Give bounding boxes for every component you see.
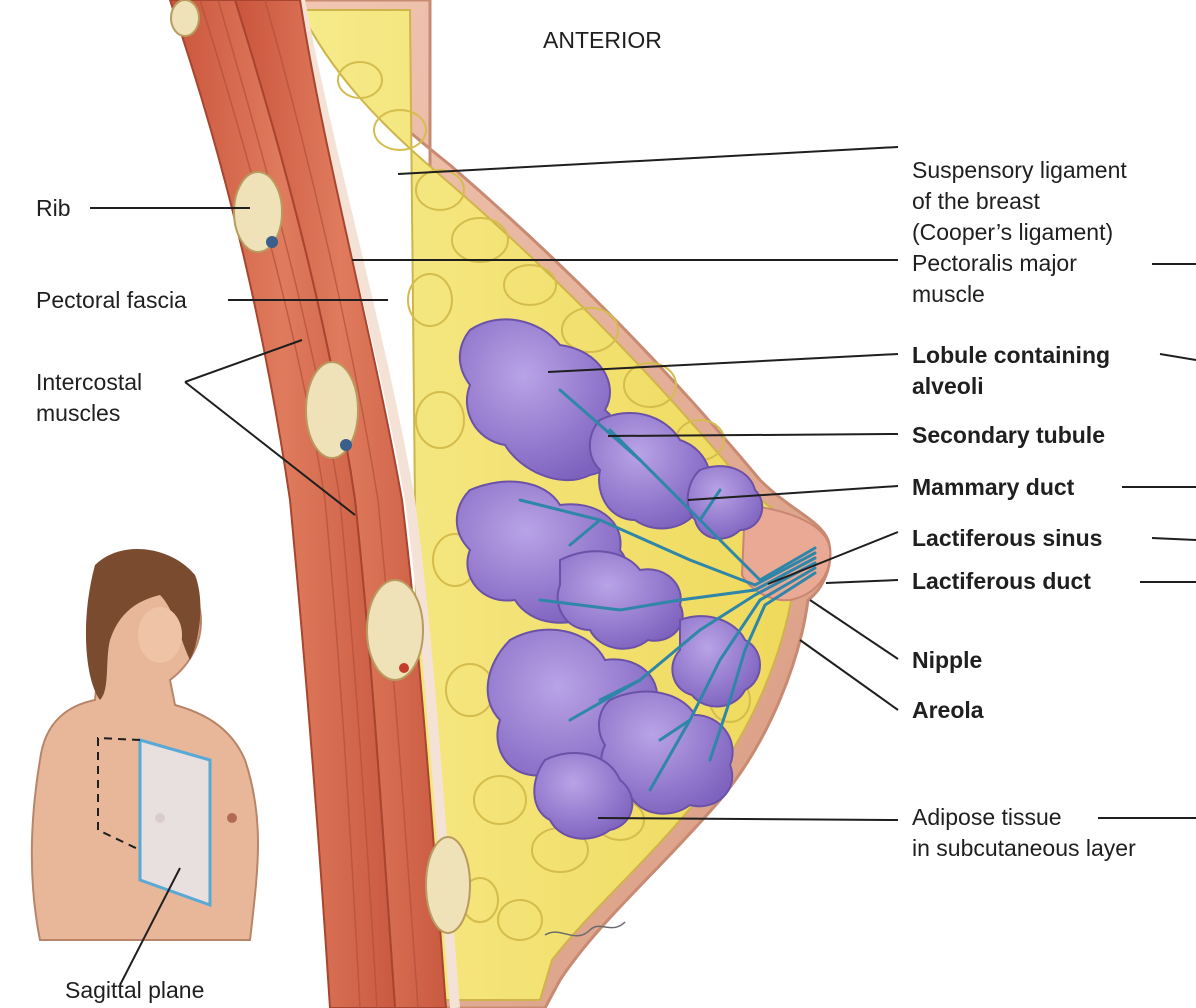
label-mammary-duct: Mammary duct: [912, 472, 1074, 503]
label-adipose-tissue: Adipose tissue in subcutaneous layer: [912, 802, 1136, 864]
label-lactiferous-sinus: Lactiferous sinus: [912, 523, 1102, 554]
label-areola: Areola: [912, 695, 984, 726]
label-rib: Rib: [36, 193, 71, 224]
label-sagittal-plane: Sagittal plane: [65, 975, 204, 1006]
label-secondary-tubule: Secondary tubule: [912, 420, 1105, 451]
label-intercostal-muscles: Intercostal muscles: [36, 367, 142, 429]
label-pectoralis-major: Pectoralis major muscle: [912, 248, 1077, 310]
label-lactiferous-duct: Lactiferous duct: [912, 566, 1091, 597]
label-nipple: Nipple: [912, 645, 982, 676]
label-lobule-alveoli: Lobule containing alveoli: [912, 340, 1110, 402]
label-suspensory-ligament: Suspensory ligament of the breast (Coope…: [912, 155, 1127, 248]
label-pectoral-fascia: Pectoral fascia: [36, 285, 187, 316]
label-anterior: ANTERIOR: [543, 25, 662, 56]
